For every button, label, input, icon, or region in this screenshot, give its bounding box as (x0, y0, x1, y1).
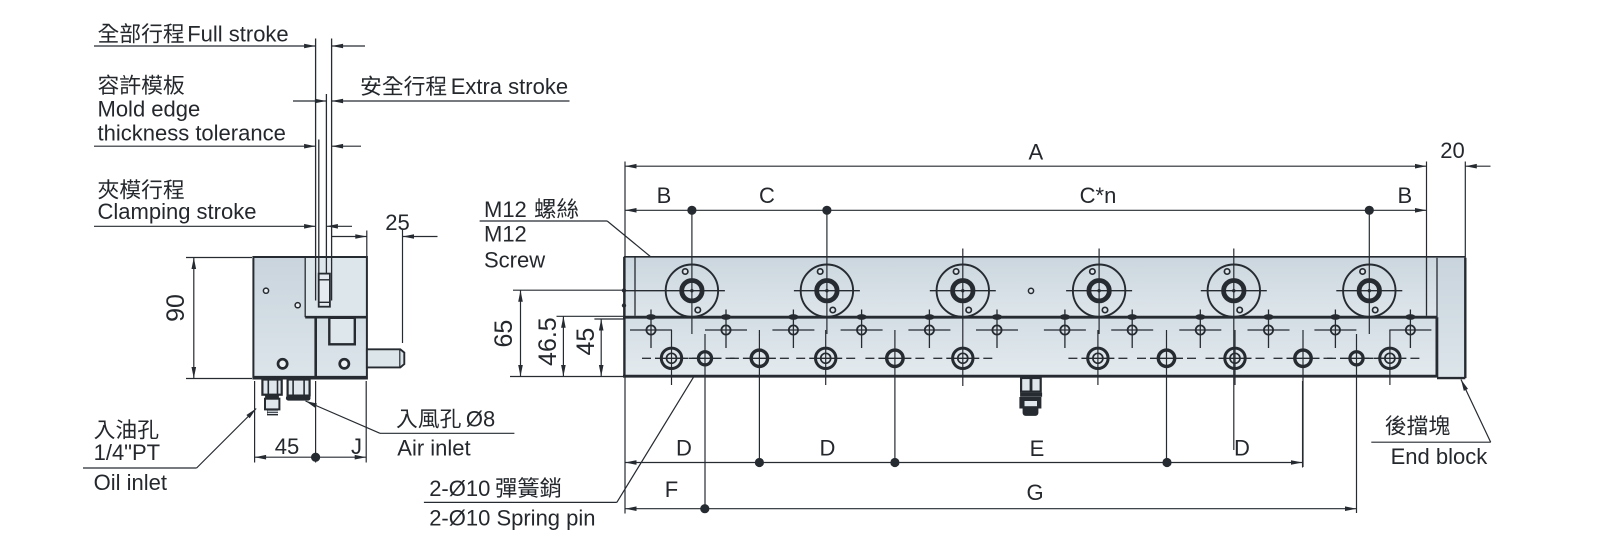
svg-text:G: G (1026, 480, 1043, 505)
svg-text:B: B (1398, 183, 1413, 208)
svg-text:C*n: C*n (1080, 183, 1117, 208)
svg-text:1/4"PT: 1/4"PT (94, 440, 161, 465)
svg-text:25: 25 (385, 210, 409, 235)
svg-text:J: J (351, 434, 362, 459)
svg-text:Oil inlet: Oil inlet (94, 470, 167, 495)
svg-text:Full stroke: Full stroke (187, 22, 288, 47)
svg-text:C: C (759, 183, 775, 208)
svg-text:Extra stroke: Extra stroke (451, 74, 568, 99)
svg-text:F: F (665, 477, 678, 502)
svg-text:2-Ø10: 2-Ø10 (429, 476, 490, 501)
svg-text:Mold edge: Mold edge (98, 97, 201, 122)
svg-text:M12: M12 (484, 222, 527, 247)
svg-text:45: 45 (275, 434, 299, 459)
svg-text:45: 45 (572, 328, 600, 356)
svg-text:E: E (1030, 436, 1045, 461)
svg-text:46.5: 46.5 (534, 317, 562, 366)
svg-text:B: B (657, 183, 672, 208)
svg-text:2-Ø10 Spring pin: 2-Ø10 Spring pin (429, 506, 595, 531)
svg-text:20: 20 (1440, 138, 1464, 163)
svg-text:D: D (820, 436, 836, 461)
svg-text:End block: End block (1391, 444, 1489, 469)
svg-text:Ø8: Ø8 (466, 407, 495, 432)
svg-text:M12: M12 (484, 197, 527, 222)
svg-text:thickness tolerance: thickness tolerance (98, 121, 286, 146)
svg-text:D: D (676, 436, 692, 461)
svg-text:Screw: Screw (484, 248, 545, 273)
svg-text:65: 65 (490, 320, 518, 348)
svg-text:Clamping stroke: Clamping stroke (98, 199, 257, 224)
svg-text:Air inlet: Air inlet (397, 436, 470, 461)
svg-text:D: D (1234, 436, 1250, 461)
svg-text:90: 90 (162, 294, 190, 322)
svg-text:A: A (1029, 140, 1044, 165)
